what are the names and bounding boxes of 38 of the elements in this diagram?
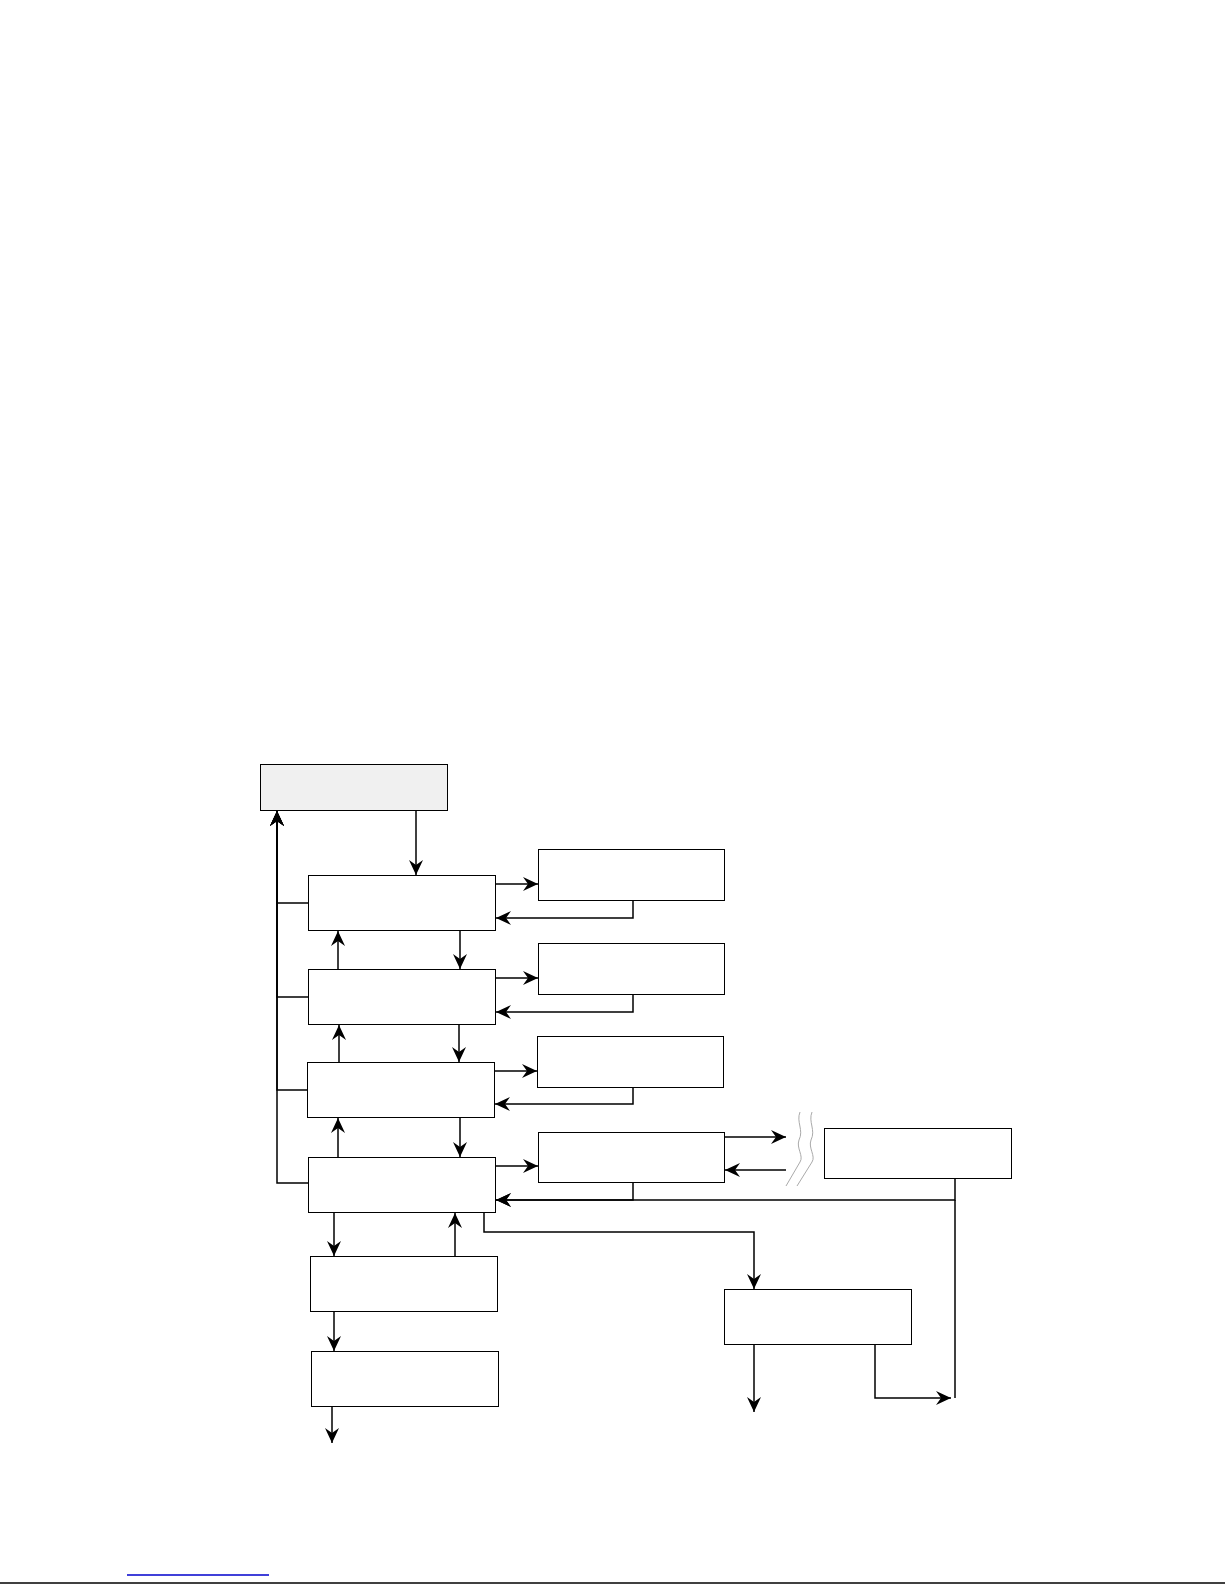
arrow xyxy=(453,930,467,970)
arrow xyxy=(494,1087,634,1111)
arrow xyxy=(327,1212,341,1257)
arrow xyxy=(448,1212,462,1257)
process-box xyxy=(308,875,496,931)
process-box xyxy=(538,1132,725,1183)
arrow xyxy=(453,1117,467,1158)
arrow xyxy=(452,1024,466,1063)
arrow xyxy=(331,1117,345,1158)
arrow xyxy=(495,1159,539,1173)
process-box xyxy=(724,1289,912,1345)
process-box xyxy=(538,849,725,901)
arrow xyxy=(495,971,539,985)
arrow xyxy=(495,900,634,925)
process-box xyxy=(307,1062,495,1118)
process-box xyxy=(824,1128,1012,1179)
process-box xyxy=(311,1351,499,1407)
arrow xyxy=(325,1406,339,1444)
process-box xyxy=(537,1036,724,1088)
arrow xyxy=(270,810,309,1184)
arrow xyxy=(724,1163,787,1177)
process-box xyxy=(538,943,725,995)
arrow xyxy=(724,1130,787,1144)
arrow xyxy=(747,1344,761,1413)
arrow xyxy=(495,994,634,1019)
arrow xyxy=(483,1212,761,1290)
arrow xyxy=(332,1024,346,1063)
shaded-box xyxy=(260,764,448,811)
process-box xyxy=(310,1256,498,1312)
process-box xyxy=(308,969,496,1025)
arrow xyxy=(495,877,539,891)
arrow xyxy=(409,810,423,876)
arrow xyxy=(495,1178,956,1207)
arrow xyxy=(327,1311,341,1352)
arrow xyxy=(494,1064,538,1078)
arrow xyxy=(331,930,345,970)
arrow xyxy=(874,1344,952,1405)
process-box xyxy=(308,1157,496,1213)
